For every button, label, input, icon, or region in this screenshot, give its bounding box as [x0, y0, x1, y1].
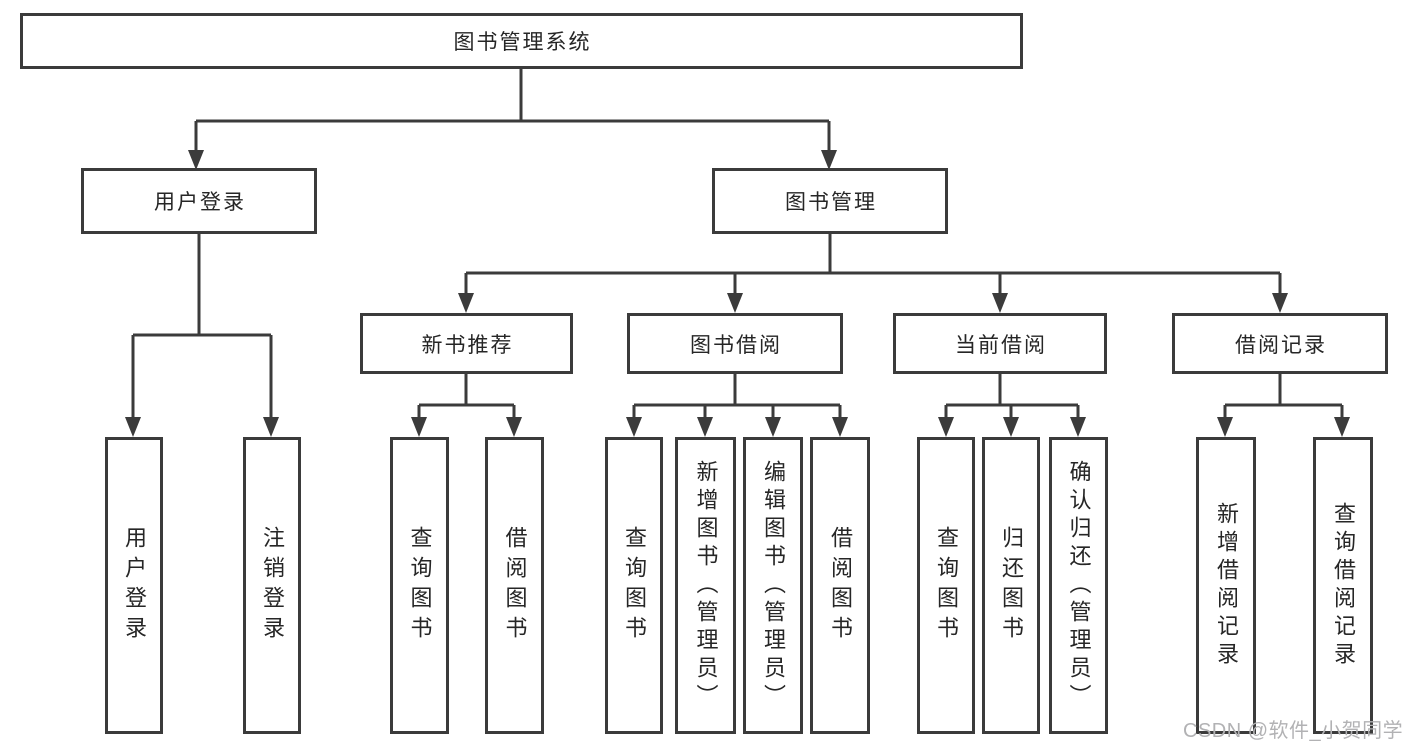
leaf-borrowing-borrow-books-label: 借阅图书 [828, 525, 853, 646]
node-user-login-label: 用户登录 [154, 191, 246, 214]
leaf-user-login: 用户登录 [105, 437, 163, 734]
leaf-recommend-borrow-books-label: 借阅图书 [502, 525, 528, 646]
leaf-current-query-books-label: 查询图书 [934, 525, 959, 646]
node-book-borrowing: 图书借阅 [627, 313, 843, 374]
leaf-return-books-label: 归还图书 [999, 525, 1024, 646]
leaf-recommend-query-books: 查询图书 [390, 437, 449, 734]
leaf-borrowing-borrow-books: 借阅图书 [810, 437, 870, 734]
node-book-management-label: 图书管理 [785, 191, 877, 214]
leaf-confirm-return-admin-label: 确认归还（管理员） [1066, 459, 1092, 712]
node-current-borrowing: 当前借阅 [893, 313, 1107, 374]
leaf-recommend-query-books-label: 查询图书 [407, 525, 433, 646]
leaf-current-query-books: 查询图书 [917, 437, 975, 734]
arrowheads [125, 150, 1350, 437]
leaf-add-borrow-record: 新增借阅记录 [1196, 437, 1256, 734]
leaf-add-books-admin: 新增图书（管理员） [675, 437, 736, 734]
node-book-management: 图书管理 [712, 168, 948, 234]
leaf-borrowing-query-books: 查询图书 [605, 437, 663, 734]
node-user-login: 用户登录 [81, 168, 317, 234]
node-root: 图书管理系统 [20, 13, 1023, 69]
node-new-book-recommendation: 新书推荐 [360, 313, 573, 374]
leaf-borrowing-query-books-label: 查询图书 [622, 525, 647, 646]
leaf-user-login-label: 用户登录 [122, 525, 147, 646]
node-borrowing-records-label: 借阅记录 [1235, 333, 1327, 357]
leaf-confirm-return-admin: 确认归还（管理员） [1049, 437, 1108, 734]
leaf-return-books: 归还图书 [982, 437, 1040, 734]
leaf-recommend-borrow-books: 借阅图书 [485, 437, 544, 734]
leaf-logout: 注销登录 [243, 437, 301, 734]
csdn-watermark: CSDN @软件_小贺同学 [1183, 720, 1404, 742]
node-book-borrowing-label: 图书借阅 [690, 333, 782, 357]
node-current-borrowing-label: 当前借阅 [955, 333, 1047, 357]
leaf-logout-label: 注销登录 [260, 525, 285, 646]
leaf-add-books-admin-label: 新增图书（管理员） [693, 459, 719, 712]
leaf-edit-books-admin-label: 编辑图书（管理员） [761, 459, 786, 712]
node-new-book-recommendation-label: 新书推荐 [421, 333, 514, 357]
node-borrowing-records: 借阅记录 [1172, 313, 1388, 374]
leaf-edit-books-admin: 编辑图书（管理员） [743, 437, 803, 734]
leaf-query-borrow-record-label: 查询借阅记录 [1331, 501, 1356, 670]
node-root-label: 图书管理系统 [453, 31, 592, 54]
leaf-query-borrow-record: 查询借阅记录 [1313, 437, 1373, 734]
leaf-add-borrow-record-label: 新增借阅记录 [1214, 501, 1239, 670]
